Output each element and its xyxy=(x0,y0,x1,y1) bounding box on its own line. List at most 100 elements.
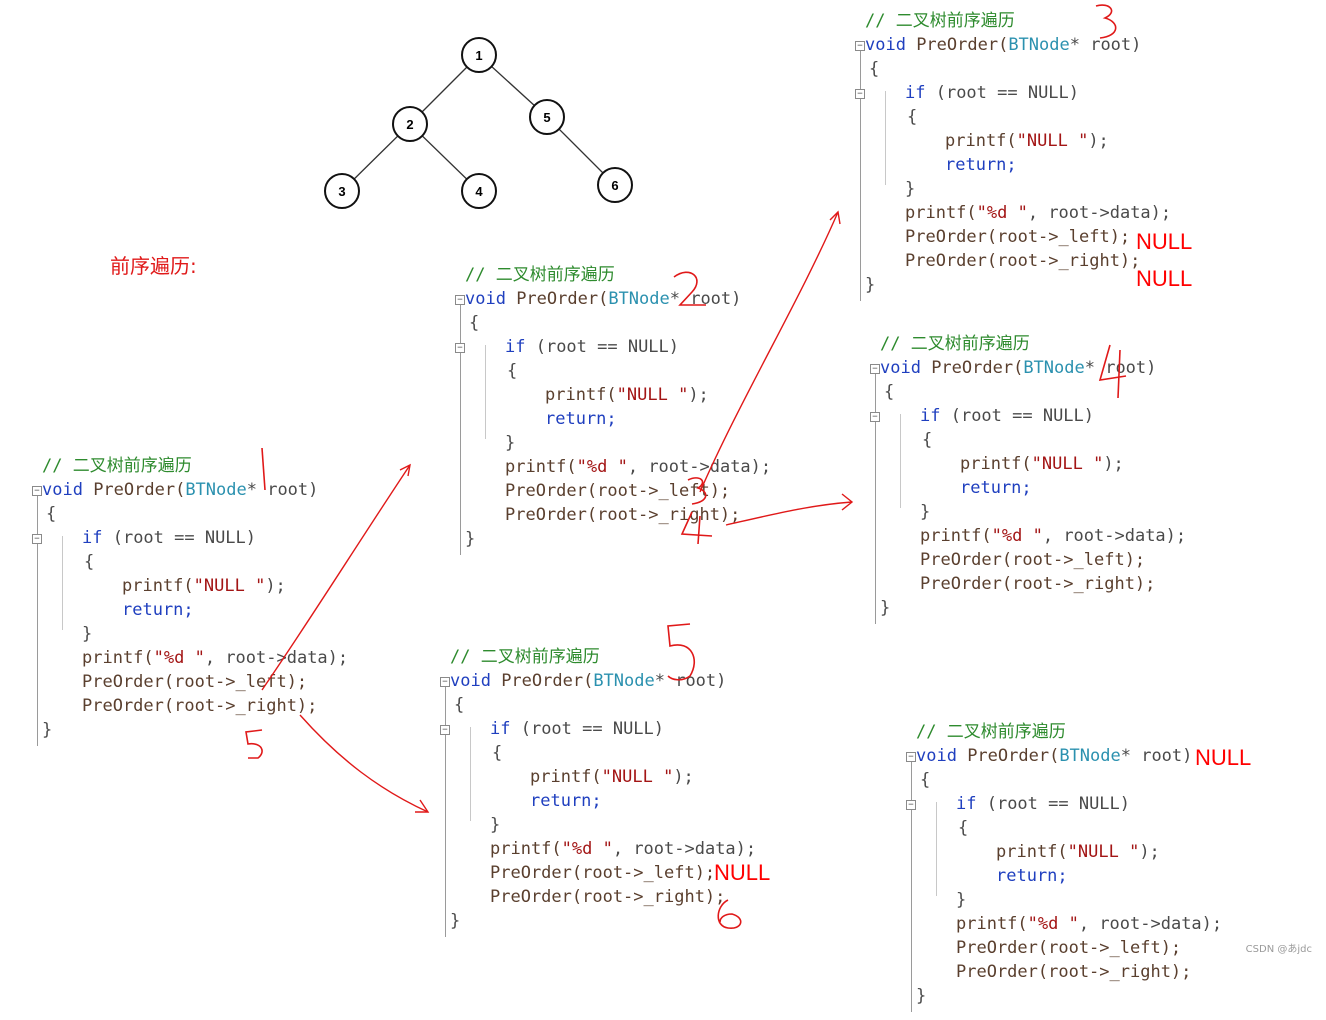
fold-toggle-icon[interactable]: − xyxy=(455,343,465,353)
type-btnode: BTNode xyxy=(608,289,670,309)
code-printf-data: printf("%d ", root->data); xyxy=(490,837,756,861)
fn-printf: printf( xyxy=(505,457,577,477)
node-2-label: 2 xyxy=(406,117,413,132)
code-inner-open: { xyxy=(907,107,918,127)
node-4: 4 xyxy=(461,173,497,209)
null-label: NULL xyxy=(1136,229,1193,254)
fn-name: PreOrder( xyxy=(490,671,594,691)
type-btnode: BTNode xyxy=(1023,358,1085,378)
fn-printf: printf( xyxy=(905,203,977,223)
fold-toggle-icon[interactable]: − xyxy=(440,725,450,735)
printf-args: , root->data); xyxy=(1078,914,1223,934)
fold-toggle-icon[interactable]: − xyxy=(870,412,880,422)
str-null: "NULL " xyxy=(601,767,674,787)
code-block-4: − − // 二叉树前序遍历 void PreOrder(BTNode* roo… xyxy=(870,332,1210,632)
kw-void: void xyxy=(880,358,921,378)
node-5: 5 xyxy=(529,99,565,135)
code-return: return; xyxy=(530,791,602,811)
code-signature: void PreOrder(BTNode* root) xyxy=(880,356,1156,380)
printf-args: , root->data); xyxy=(204,648,349,668)
code-printf-null: printf("NULL "); xyxy=(122,574,286,598)
code-preorder-right: PreOrder(root->_right); xyxy=(956,962,1192,982)
arrow-head xyxy=(841,493,854,511)
fn-printf: printf( xyxy=(920,526,992,546)
arrow-head xyxy=(399,463,411,477)
null-label: NULL xyxy=(714,860,771,885)
inner-fold-gutter xyxy=(485,345,486,439)
printf-args: , root->data); xyxy=(612,839,757,859)
code-comment: // 二叉树前序遍历 xyxy=(916,722,1066,742)
code-open-brace: { xyxy=(869,59,880,79)
fold-toggle-icon[interactable]: − xyxy=(32,534,42,544)
code-comment: // 二叉树前序遍历 xyxy=(465,265,615,285)
fold-toggle-icon[interactable]: − xyxy=(440,677,450,687)
fold-toggle-icon[interactable]: − xyxy=(906,752,916,762)
node-1-label: 1 xyxy=(475,48,482,63)
code-open-brace: { xyxy=(454,695,465,715)
code-comment: // 二叉树前序遍历 xyxy=(865,11,1015,31)
fn-printf: printf( xyxy=(490,839,562,859)
fold-toggle-icon[interactable]: − xyxy=(455,295,465,305)
code-return: return; xyxy=(960,478,1032,498)
code-block-1: − − // 二叉树前序遍历 void PreOrder(BTNode* roo… xyxy=(32,454,372,754)
if-cond: (root == NULL) xyxy=(525,337,680,357)
sig-params: * root) xyxy=(1069,35,1142,55)
printf-end: ); xyxy=(688,385,709,405)
fn-printf: printf( xyxy=(122,576,194,596)
fn-name: PreOrder( xyxy=(82,480,186,500)
fold-gutter xyxy=(37,488,38,746)
code-inner-close: } xyxy=(956,890,967,910)
code-inner-open: { xyxy=(507,361,518,381)
sig-params: * root) xyxy=(1084,358,1157,378)
code-preorder-right: PreOrder(root->_right); xyxy=(82,696,318,716)
code-open-brace: { xyxy=(884,382,895,402)
code-close-brace: } xyxy=(42,720,53,740)
kw-if: if xyxy=(490,719,511,739)
fold-toggle-icon[interactable]: − xyxy=(906,800,916,810)
code-close-brace: } xyxy=(916,986,927,1006)
sig-params: * root) xyxy=(654,671,727,691)
watermark: CSDN @あjdc xyxy=(1245,944,1312,955)
sig-params: * root) xyxy=(246,480,319,500)
str-format: "%d " xyxy=(991,526,1043,546)
fn-printf: printf( xyxy=(960,454,1032,474)
fn-name: PreOrder( xyxy=(920,358,1024,378)
inner-fold-gutter xyxy=(470,727,471,821)
code-if: if (root == NULL) xyxy=(505,335,679,359)
node-5-label: 5 xyxy=(543,110,550,125)
str-format: "%d " xyxy=(561,839,613,859)
fn-name: PreOrder( xyxy=(505,289,609,309)
printf-args: , root->data); xyxy=(627,457,772,477)
printf-end: ); xyxy=(1088,131,1109,151)
fold-toggle-icon[interactable]: − xyxy=(855,89,865,99)
node-6: 6 xyxy=(597,167,633,203)
fold-toggle-icon[interactable]: − xyxy=(32,486,42,496)
kw-if: if xyxy=(956,794,977,814)
fold-toggle-icon[interactable]: − xyxy=(870,364,880,374)
code-signature: void PreOrder(BTNode* root) xyxy=(465,287,741,311)
type-btnode: BTNode xyxy=(1059,746,1121,766)
type-btnode: BTNode xyxy=(185,480,247,500)
tree-edges xyxy=(341,54,616,192)
code-inner-open: { xyxy=(958,818,969,838)
code-open-brace: { xyxy=(920,770,931,790)
fold-gutter xyxy=(460,297,461,555)
type-btnode: BTNode xyxy=(593,671,655,691)
code-block-2: − − // 二叉树前序遍历 void PreOrder(BTNode* roo… xyxy=(455,263,795,563)
str-format: "%d " xyxy=(976,203,1028,223)
fn-printf: printf( xyxy=(82,648,154,668)
node-2: 2 xyxy=(392,106,428,142)
code-preorder-right: PreOrder(root->_right); xyxy=(920,574,1156,594)
code-printf-data: printf("%d ", root->data); xyxy=(956,912,1222,936)
if-cond: (root == NULL) xyxy=(510,719,665,739)
inner-fold-gutter xyxy=(62,536,63,630)
printf-end: ); xyxy=(1103,454,1124,474)
printf-args: , root->data); xyxy=(1042,526,1187,546)
code-close-brace: } xyxy=(465,529,476,549)
fold-toggle-icon[interactable]: − xyxy=(855,41,865,51)
code-open-brace: { xyxy=(469,313,480,333)
kw-if: if xyxy=(920,406,941,426)
kw-void: void xyxy=(916,746,957,766)
inner-fold-gutter xyxy=(900,414,901,508)
code-preorder-right: PreOrder(root->_right); xyxy=(490,887,726,907)
